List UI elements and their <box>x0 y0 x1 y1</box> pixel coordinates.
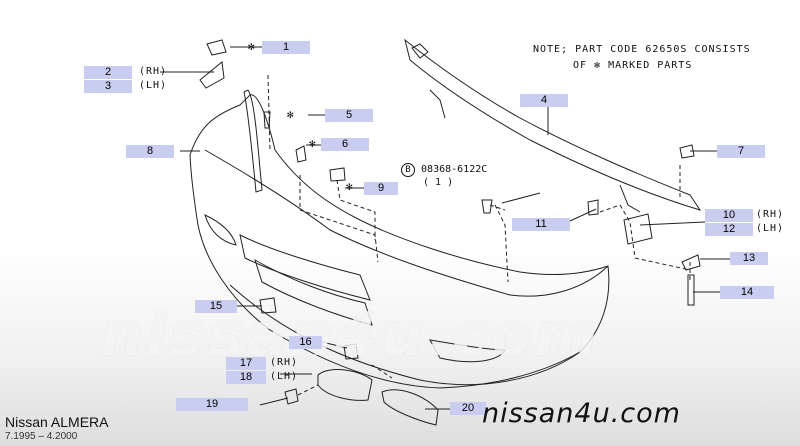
marked-part-star-icon: ✻ <box>248 40 255 53</box>
bumper-lower-lip <box>229 284 581 386</box>
clip-6-shape <box>295 145 307 163</box>
callout-8[interactable]: 8 <box>126 145 174 158</box>
screw-19-shape <box>284 388 299 405</box>
callout-3[interactable]: 3 <box>84 80 132 93</box>
bolt-11-shape <box>587 199 599 216</box>
bumper-upper-edge <box>204 149 609 297</box>
note-line-1: NOTE; PART CODE 62650S CONSISTS <box>533 44 751 55</box>
grille-upper <box>239 234 371 301</box>
callout-6[interactable]: 6 <box>321 138 369 151</box>
side-label-rh: (RH) <box>139 66 168 77</box>
side-label-lh: (LH) <box>139 80 168 91</box>
callout-13[interactable]: 13 <box>730 252 768 265</box>
marked-part-star-icon: ✻ <box>346 180 353 193</box>
callout-20[interactable]: 20 <box>450 402 486 415</box>
watermark: nissan4u.com <box>100 300 601 370</box>
callout-12[interactable]: 12 <box>705 223 753 236</box>
side-label-lh: (LH) <box>270 371 299 382</box>
fog-opening-left <box>204 214 237 246</box>
bracket-2-3-shape <box>199 61 225 89</box>
callout-15[interactable]: 15 <box>195 300 237 313</box>
callout-11[interactable]: 11 <box>512 218 570 231</box>
clip-9-shape <box>329 167 346 182</box>
bolt-circle-marker: B <box>401 163 415 177</box>
marked-part-star-icon: ✻ <box>287 108 294 121</box>
bolt-quantity: ( 1 ) <box>423 177 454 188</box>
screw-5-shape <box>263 111 271 129</box>
callout-19[interactable]: 19 <box>176 398 248 411</box>
callout-4[interactable]: 4 <box>520 94 568 107</box>
site-logo: nissan4u.com <box>482 398 681 429</box>
fog-opening-right <box>429 339 506 363</box>
model-title: Nissan ALMERA <box>5 414 109 430</box>
clip-1-shape <box>206 39 227 56</box>
side-stay <box>243 89 263 193</box>
callout-5[interactable]: 5 <box>325 109 373 122</box>
part-code-note: NOTE; PART CODE 62650S CONSISTS OF ✻ MAR… <box>533 42 793 74</box>
clip-13-shape <box>681 254 701 271</box>
callout-14[interactable]: 14 <box>720 286 774 299</box>
clip-15-shape <box>259 297 277 314</box>
fog-cover-17-18-shape <box>317 369 373 401</box>
grille-lower <box>254 258 373 326</box>
callout-2[interactable]: 2 <box>84 66 132 79</box>
bumper-cover-outline <box>189 94 610 389</box>
production-years: 7.1995 – 4.2000 <box>5 431 78 442</box>
clip-7-shape <box>679 144 695 159</box>
callout-16[interactable]: 16 <box>289 336 322 349</box>
callout-18[interactable]: 18 <box>226 371 266 384</box>
bolt-shape <box>481 199 493 214</box>
callout-7[interactable]: 7 <box>717 145 765 158</box>
nut-16-shape <box>343 343 359 360</box>
cover-20-shape <box>381 389 439 426</box>
side-label-lh: (LH) <box>756 223 785 234</box>
side-label-rh: (RH) <box>270 357 299 368</box>
callout-1[interactable]: 1 <box>262 41 310 54</box>
bracket-10-12-shape <box>623 213 653 245</box>
rivet-14-shape <box>687 274 695 306</box>
reinforcement-beam <box>404 38 702 211</box>
side-label-rh: (RH) <box>756 209 785 220</box>
callout-10[interactable]: 10 <box>705 209 753 222</box>
callout-17[interactable]: 17 <box>226 357 266 370</box>
callout-9[interactable]: 9 <box>364 182 398 195</box>
bolt-part-code: 08368-6122C <box>421 164 488 175</box>
bolt-reference: B 08368-6122C ( 1 ) <box>401 163 487 188</box>
marked-part-star-icon: ✻ <box>309 137 316 150</box>
note-line-2: OF ✻ MARKED PARTS <box>573 60 693 71</box>
